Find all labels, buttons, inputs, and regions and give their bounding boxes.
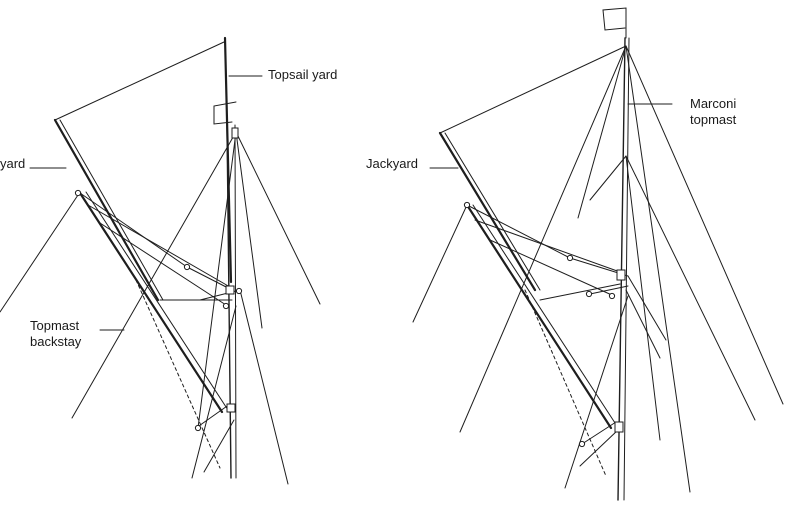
right-topsail-head (439, 45, 627, 134)
label-jackyard: Jackyard (366, 156, 419, 171)
left-shroud-right (235, 131, 321, 305)
right-jackyard-edge (444, 132, 541, 291)
left-fore-stay (0, 191, 81, 313)
right-topmast-stay-5 (625, 45, 691, 493)
left-upper-gaff (53, 118, 160, 302)
right-topmast-stay-2 (589, 155, 627, 201)
left-topsail-yard (223, 36, 233, 284)
right-peak-halyard-4 (539, 283, 621, 301)
left-band-1 (225, 285, 235, 295)
right-fore-stay (412, 204, 468, 323)
right-lower-gaff (465, 203, 613, 430)
right-block-2 (608, 292, 616, 300)
left-block-4 (194, 424, 202, 432)
right-topmast-stay-3 (625, 155, 661, 441)
label-topsail-yard: Topsail yard (268, 67, 338, 82)
right-band-1 (616, 269, 626, 281)
left-topmast-backstay (71, 131, 237, 419)
left-mast-inner (234, 124, 237, 479)
left-band-2 (226, 403, 236, 413)
right-jackyard (438, 131, 537, 292)
right-topmast-stay-1 (577, 45, 627, 219)
left-block-2 (222, 302, 230, 310)
right-mast-inner (623, 37, 630, 501)
left-topsail-head (54, 41, 225, 121)
right-fore-lines-2 (579, 429, 619, 467)
label-yard: yard (0, 156, 26, 171)
label-topmast-backstay: Topmast backstay (30, 318, 82, 349)
left-rig (0, 36, 321, 485)
right-luff-line (581, 421, 617, 445)
left-block-1 (183, 263, 191, 271)
left-shroud-lower (235, 131, 263, 329)
right-backstay-long (459, 45, 627, 433)
left-peak-halyard-3 (99, 222, 227, 306)
left-shroud-mid (239, 289, 289, 485)
right-band-2 (614, 421, 624, 433)
left-peak-halyard-2 (87, 204, 231, 288)
right-topmast-stay-6 (625, 155, 756, 421)
left-upper-gaff-edge (59, 119, 164, 301)
label-marconi-topmast: Marconi topmast (690, 96, 737, 127)
left-fore-lines-2 (203, 419, 235, 473)
left-pennant-flag (213, 101, 237, 125)
right-peak-halyard-1 (466, 204, 571, 259)
right-fore-lines-1 (564, 295, 629, 489)
right-dashed-luff (524, 289, 607, 477)
right-block-4 (578, 440, 586, 448)
right-lower-gaff-edge (472, 204, 618, 427)
right-topmast-stay-4 (625, 45, 784, 405)
right-peak-halyard-2 (474, 219, 621, 273)
right-block-3 (585, 290, 593, 298)
right-peak-halyard-3 (489, 239, 615, 297)
left-peak-halyard-5 (186, 266, 233, 291)
left-peak-halyard-1 (79, 192, 188, 268)
right-rig (412, 7, 784, 501)
left-block-5 (74, 189, 82, 197)
left-lower-gaff (78, 191, 224, 414)
right-shroud-lower (627, 275, 667, 341)
left-luff-line (195, 403, 231, 429)
left-dashed-luff (135, 279, 221, 469)
left-block-3 (235, 287, 243, 295)
right-block-5 (463, 201, 471, 209)
left-shroud-long (197, 131, 237, 429)
right-shroud-mid (625, 289, 661, 359)
left-fore-lines-1 (191, 305, 237, 479)
right-block-1 (566, 254, 574, 262)
right-pennant-flag (602, 7, 627, 39)
left-cap (231, 127, 239, 139)
right-peak-halyard-6 (589, 285, 629, 295)
left-lower-gaff-edge (85, 191, 229, 411)
